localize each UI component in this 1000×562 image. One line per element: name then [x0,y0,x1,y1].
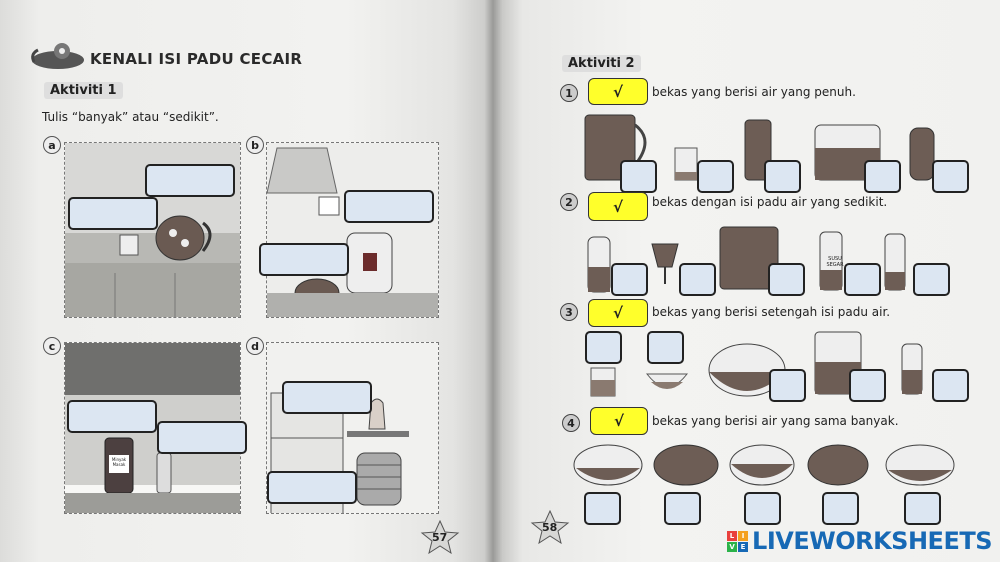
right-page: Aktiviti 2 1 √ bekas yang berisi air yan… [492,0,1000,562]
question-3-number: 3 [560,303,578,321]
question-4-text: bekas yang berisi air yang sama banyak. [652,414,899,428]
scene-c-letter: c [43,337,61,355]
question-4-bowls [573,444,955,486]
q1-checkbox-4[interactable] [864,160,901,193]
answer-field-b2[interactable] [259,243,349,276]
q3-checkbox-1[interactable] [585,331,622,364]
star-icon [530,510,570,544]
q1-checkbox-1[interactable] [620,160,657,193]
q3-checkbox-2[interactable] [647,331,684,364]
page-number-58: 58 [530,510,570,544]
q3-checkbox-5[interactable] [932,369,969,402]
milk-bottle-label: SUSU SEGAR [826,256,844,268]
q2-checkbox-1[interactable] [611,263,648,296]
liveworksheets-logo-icon: L I V E [727,530,749,552]
activity-1-instruction: Tulis “banyak” atau “sedikit”. [42,110,219,124]
question-2-text: bekas dengan isi padu air yang sedikit. [652,195,888,209]
liveworksheets-brand: L I V E LIVEWORKSHEETS [727,523,992,559]
mascot-logo-icon [31,43,84,69]
oil-bottle-label: Minyak Masak [111,457,127,467]
q4-checkbox-4[interactable] [822,492,859,525]
question-2-number: 2 [560,193,578,211]
q2-checkbox-2[interactable] [679,263,716,296]
answer-field-a2[interactable] [68,197,158,230]
q4-checkbox-3[interactable] [744,492,781,525]
q1-checkbox-3[interactable] [764,160,801,193]
scene-a-letter: a [43,136,61,154]
q3-checkbox-3[interactable] [769,369,806,402]
q4-checkbox-5[interactable] [904,492,941,525]
q3-checkbox-4[interactable] [849,369,886,402]
question-1-tick-box: √ [588,78,648,105]
scene-b-letter: b [246,136,264,154]
answer-field-d1[interactable] [282,381,372,414]
answer-field-a1[interactable] [145,164,235,197]
question-1-text: bekas yang berisi air yang penuh. [652,85,856,99]
question-1-number: 1 [560,84,578,102]
question-2-containers [587,226,906,293]
page-title: KENALI ISI PADU CECAIR [90,50,303,68]
answer-field-c1[interactable] [67,400,157,433]
question-4-tick-box: √ [590,407,648,435]
question-3-tick-box: √ [588,299,648,327]
scene-b-kitchen [266,142,439,318]
star-icon [420,520,460,554]
page-number-57: 57 [420,520,460,554]
book-spine [484,0,502,562]
q2-checkbox-5[interactable] [913,263,950,296]
answer-field-b1[interactable] [344,190,434,223]
page-number-58-text: 58 [542,521,558,534]
activity-1-label: Aktiviti 1 [44,82,123,99]
q4-checkbox-1[interactable] [584,492,621,525]
question-3-text: bekas yang berisi setengah isi padu air. [652,305,891,319]
q2-checkbox-3[interactable] [768,263,805,296]
scene-d-letter: d [246,337,264,355]
page-number-57-text: 57 [432,531,448,544]
q1-checkbox-5[interactable] [932,160,969,193]
question-2-tick-box: √ [588,192,648,221]
q1-checkbox-2[interactable] [697,160,734,193]
answer-field-c2[interactable] [157,421,247,454]
q2-checkbox-4[interactable] [844,263,881,296]
question-4-number: 4 [562,414,580,432]
activity-2-label: Aktiviti 2 [562,55,641,72]
question-3-containers [590,331,923,397]
scene-b-illustration [267,143,438,317]
liveworksheets-wordmark: LIVEWORKSHEETS [752,527,992,555]
left-page: KENALI ISI PADU CECAIR Aktiviti 1 Tulis … [0,0,492,562]
answer-field-d2[interactable] [267,471,357,504]
q4-checkbox-2[interactable] [664,492,701,525]
